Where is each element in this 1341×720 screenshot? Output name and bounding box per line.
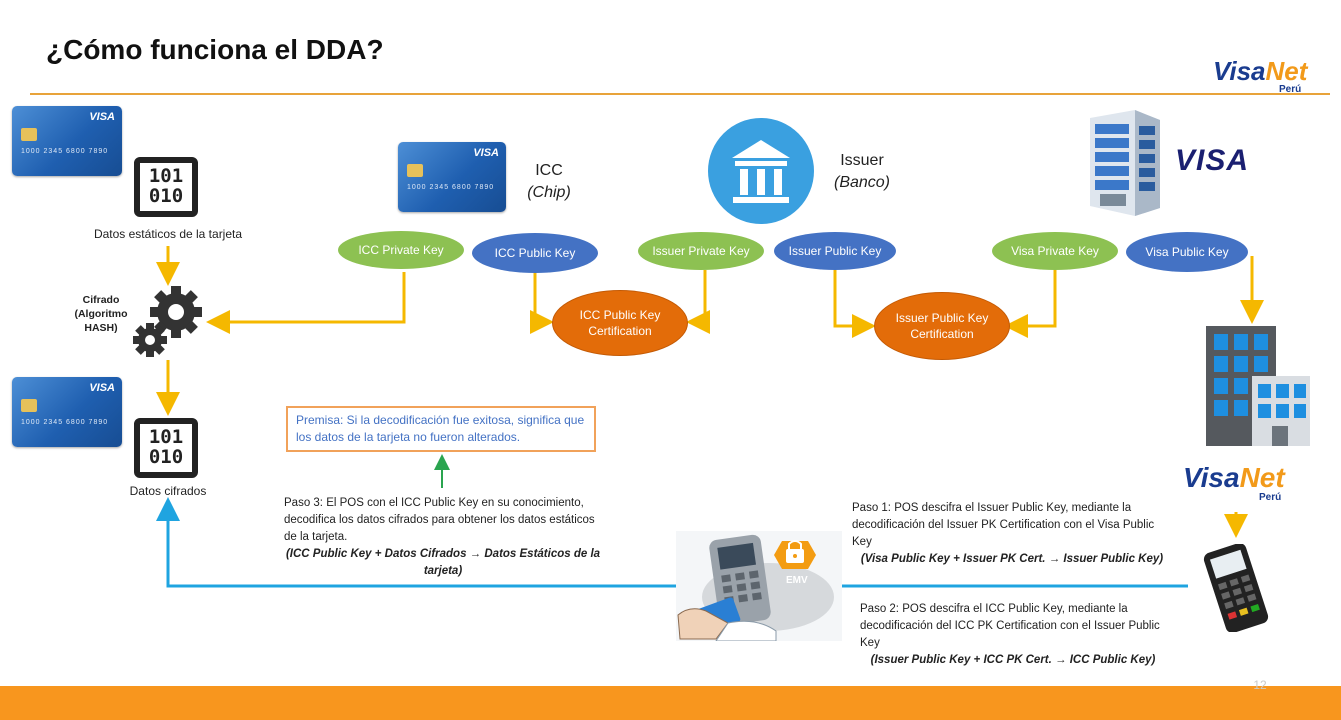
pos-terminal-image: EMV [676,531,842,641]
bank-icon [708,118,814,224]
slide-title: ¿Cómo funciona el DDA? [46,34,384,65]
footer-bar [0,686,1341,720]
step2-description: Paso 2: POS descifra el ICC Public Key, … [860,603,1160,666]
pos-device-icon [1203,544,1269,632]
step1-description: Paso 1: POS descifra el Issuer Public Ke… [852,502,1164,565]
svg-text:EMV: EMV [786,575,808,586]
key-visa-private: Visa Private Key [992,232,1118,270]
visanet-logo-building: VisaNet Perú [1183,462,1285,503]
visanet-building-icon [1206,326,1310,446]
arrow-issuerpub-to-cert [833,270,876,338]
encrypted-data-label: Datos cifrados [129,484,207,498]
key-issuer-private: Issuer Private Key [638,232,764,270]
chip-icon [407,164,423,177]
icc-entity-label: ICC (Chip) [527,162,571,201]
key-icc-private: ICC Private Key [338,231,464,269]
key-issuer-public: Issuer Public Key [774,232,896,270]
issuer-entity-label: Issuer (Banco) [833,152,891,191]
page-number: 12 [1253,678,1267,692]
credit-card-static: VISA 1000 2345 6800 7890 [12,106,122,176]
arrow-iccpub-to-cert [530,273,554,334]
arrow-terminal-to-encrypted [156,497,676,588]
issuer-public-key-certification: Issuer Public Key Certification [874,292,1010,360]
header-rule [30,93,1330,95]
cipher-label: Cifrado (Algoritmo HASH) [74,294,128,334]
icc-public-key-certification: ICC Public Key Certification [552,290,688,356]
static-data-label: Datos estáticos de la tarjeta [93,227,243,241]
arrow-iccpriv-to-cipher [206,272,406,334]
visa-wordmark: VISA [1175,144,1250,177]
chip-icon [21,399,37,412]
key-visa-public: Visa Public Key [1126,232,1248,272]
key-icc-public: ICC Public Key [472,233,598,273]
visanet-logo: VisaNet Perú [1213,56,1308,95]
binary-data-icon: 101 010 [134,157,198,217]
visa-building-icon [1090,110,1160,216]
arrow-issuerpriv-to-icccert [686,270,710,334]
chip-icon [21,128,37,141]
credit-card-encrypted: VISA 1000 2345 6800 7890 [12,377,122,447]
arrow-visapriv-to-cert [1004,270,1057,338]
gears-icon [133,286,202,357]
premise-box: Premisa: Si la decodificación fue exitos… [286,406,596,452]
binary-encrypted-icon: 101 010 [134,418,198,478]
icc-card-image: VISA 1000 2345 6800 7890 [398,142,506,212]
step3-description: Paso 3: El POS con el ICC Public Key en … [284,497,601,577]
